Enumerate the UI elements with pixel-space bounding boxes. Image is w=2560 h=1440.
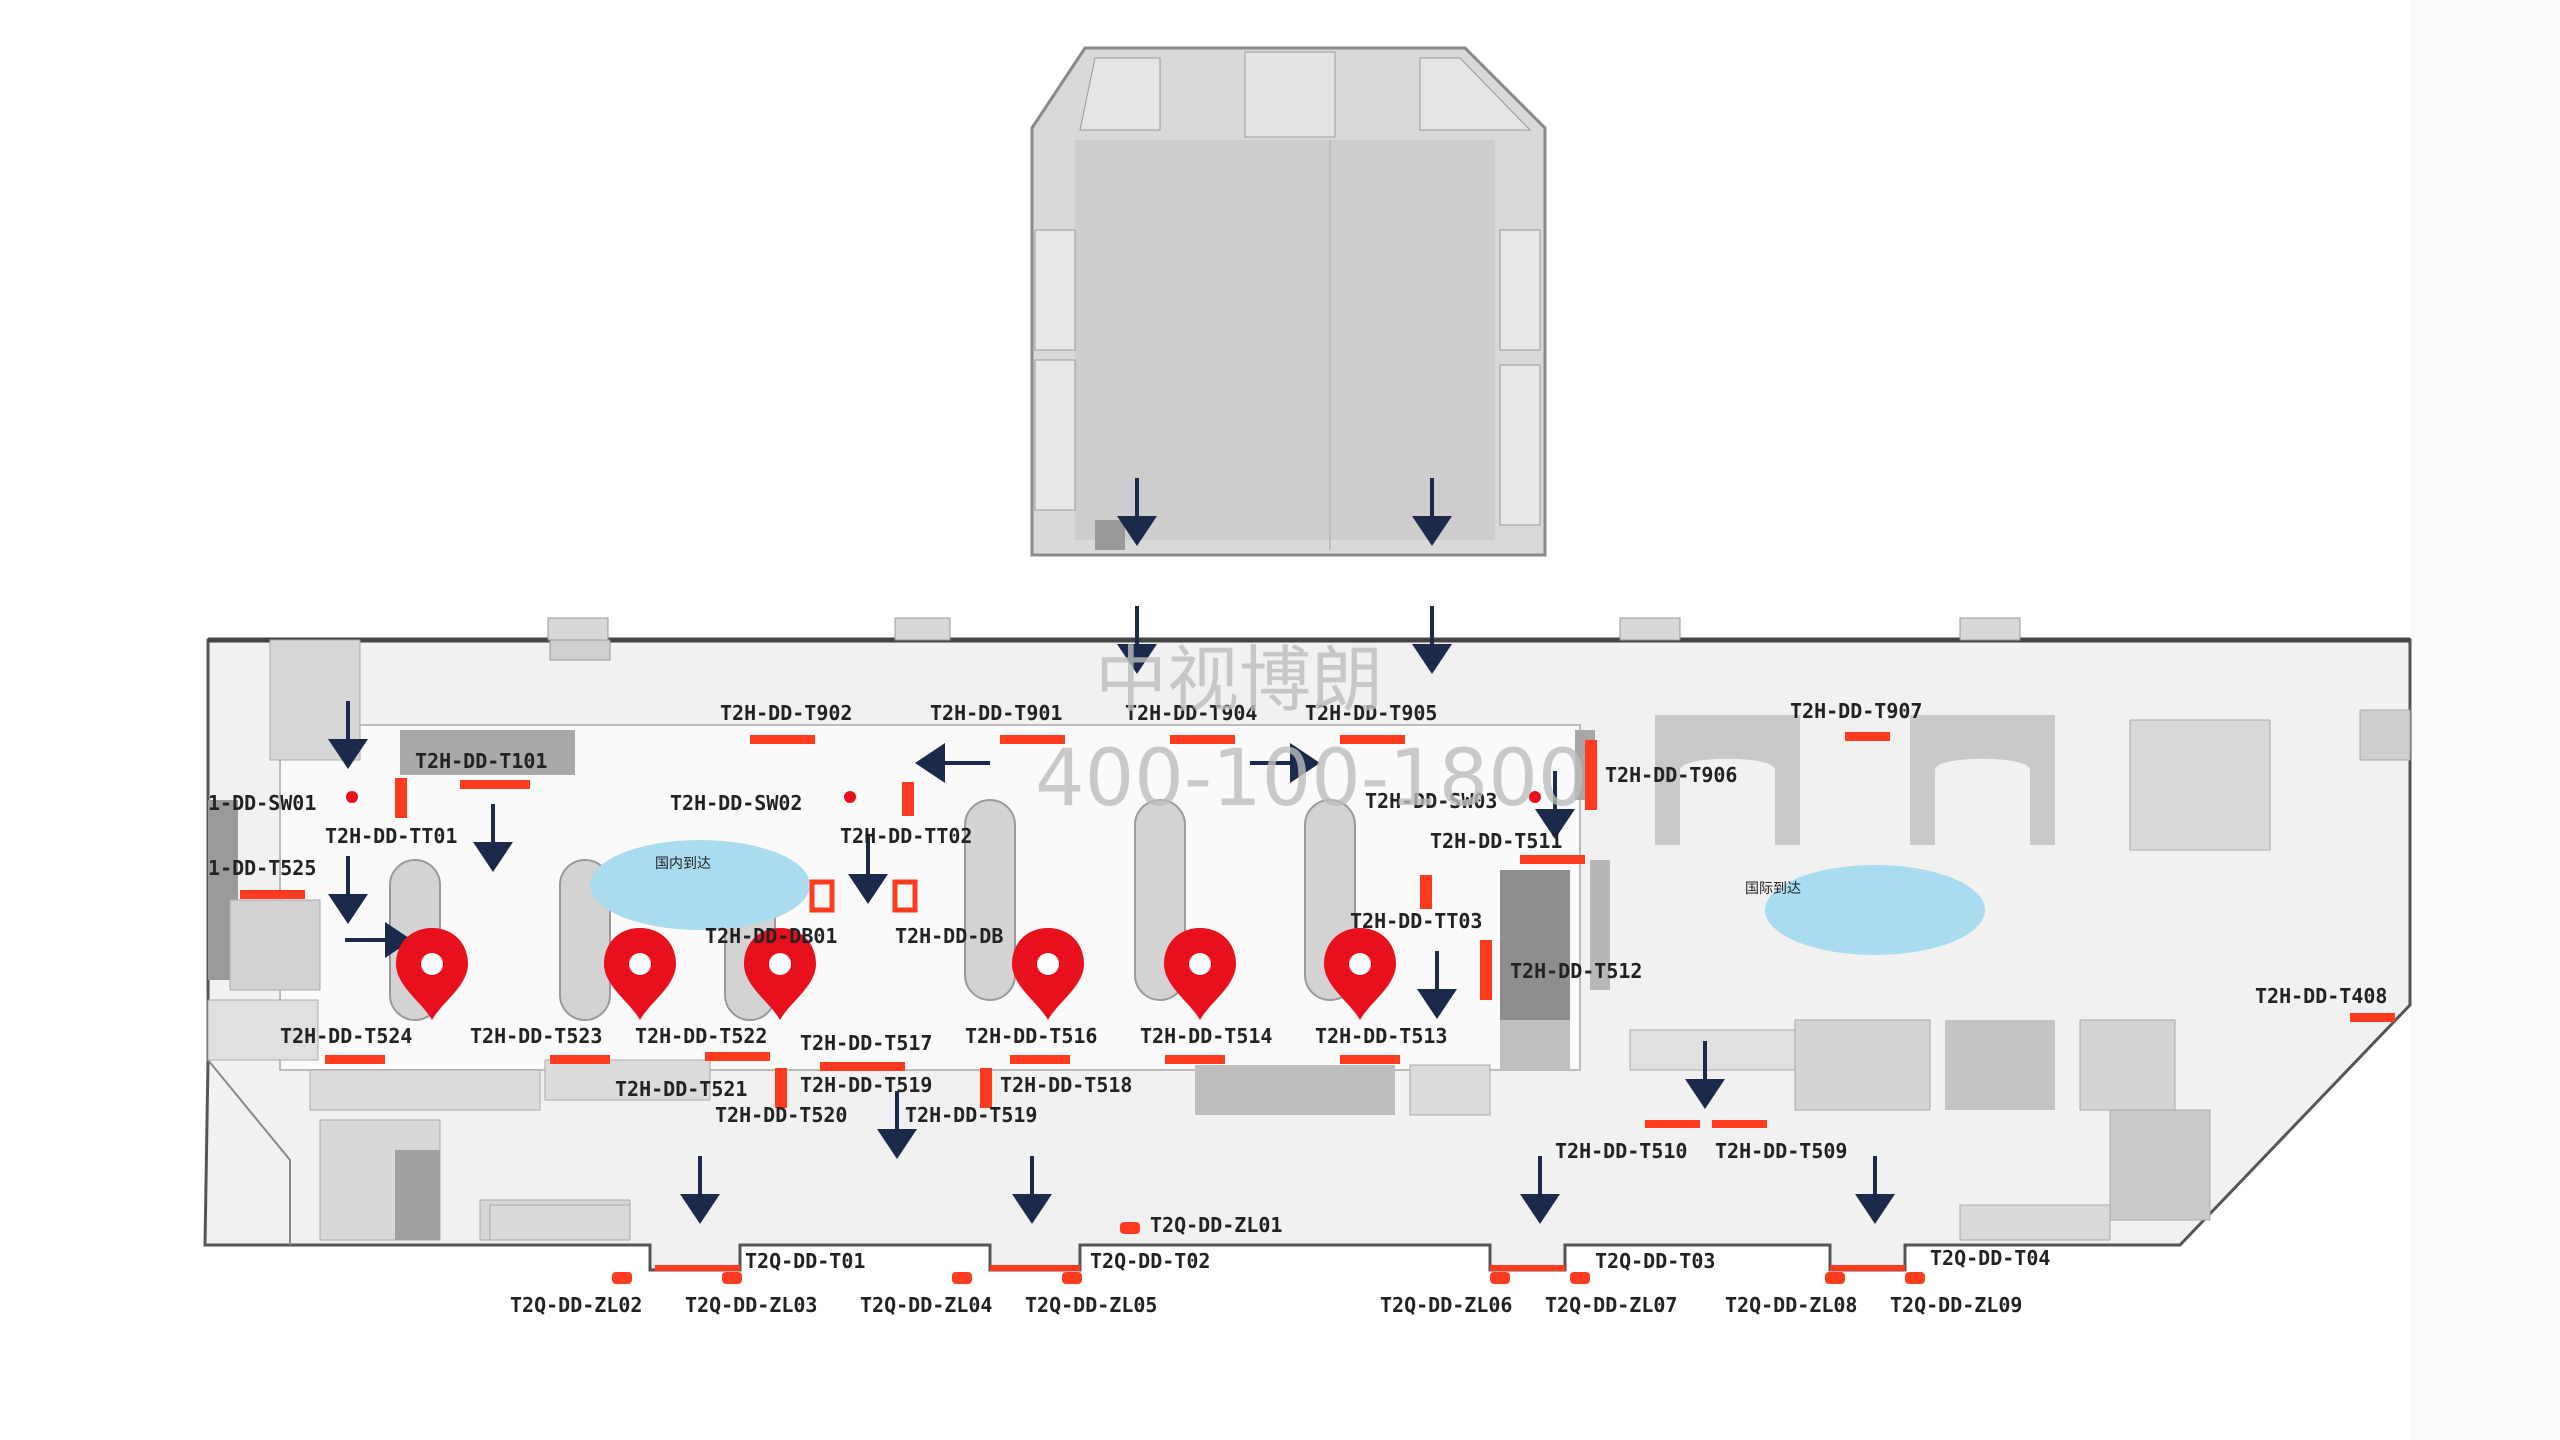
code-label: T2H-DD-T906 [1605,763,1737,787]
code-label: T2Q-DD-ZL08 [1725,1293,1857,1317]
international-arrival-zone [1765,865,1985,955]
code-label: T2H-DD-T408 [2255,984,2387,1008]
code-label: T2H-DD-T905 [1305,701,1437,725]
code-label: T2H-DD-T902 [720,701,852,725]
code-label: T2H-DD-T522 [635,1024,767,1048]
code-label: T2H-DD-T512 [1510,959,1642,983]
zones: 国内到达 国际到达 [590,840,1985,955]
code-label: T2H-DD-T901 [930,701,1062,725]
code-label: T2Q-DD-ZL03 [685,1293,817,1317]
code-label: T2H-DD-SW03 [1365,789,1497,813]
arrow-right-icon [345,922,412,958]
ad-codes: T2H-DD-T902 T2H-DD-T901 T2H-DD-T904 T2H-… [208,699,2387,1317]
code-label: T2H-DD-TT02 [840,824,972,848]
watermark-phone: 400-100-1800 [1035,734,1588,824]
code-label: T2H-DD-T511 [1430,829,1562,853]
code-label: T2H-DD-DB01 [705,924,837,948]
flow-arrows [326,476,1897,1226]
code-label: T2H-DD-T516 [965,1024,1097,1048]
code-label: T2Q-DD-T01 [745,1249,865,1273]
code-label: T2H-DD-T513 [1315,1024,1447,1048]
code-label: T2H-DD-T523 [470,1024,602,1048]
ad-slots [240,732,2395,1284]
code-label: T2H-DD-TT03 [1350,909,1482,933]
code-label: T2Q-DD-ZL04 [860,1293,992,1317]
code-label: T2H-DD-T509 [1715,1139,1847,1163]
code-label: T2H-DD-T520 [715,1103,847,1127]
code-label: T2H-DD-TT01 [325,824,457,848]
code-label: T2H-DD-T514 [1140,1024,1272,1048]
code-label: T2Q-DD-T04 [1930,1246,2050,1270]
code-label: T2Q-DD-T02 [1090,1249,1210,1273]
code-label: T2H-DD-T521 [615,1077,747,1101]
watermark-company: 中视博朗 [1095,638,1383,722]
code-label: T2Q-DD-ZL09 [1890,1293,2022,1317]
domestic-arrival-label: 国内到达 [655,856,711,872]
arch-structures [1655,715,2055,845]
code-label: T2H-DD-T519 [800,1073,932,1097]
code-label: T2H-DD-T517 [800,1031,932,1055]
code-label: T2H-DD-T904 [1125,701,1257,725]
arrow-right-icon [1250,743,1320,783]
code-label: T2Q-DD-ZL06 [1380,1293,1512,1317]
code-label: T2Q-DD-ZL07 [1545,1293,1677,1317]
upper-building [1030,46,1547,557]
code-label: T2Q-DD-T03 [1595,1249,1715,1273]
watermark: 中视博朗 400-100-1800 [1035,638,1588,824]
international-arrival-label: 国际到达 [1745,881,1801,897]
domestic-arrival-zone [590,840,810,930]
code-label: T2Q-DD-ZL02 [510,1293,642,1317]
code-label: 1-DD-T525 [208,856,316,880]
code-label: T2H-DD-DB [895,924,1003,948]
code-label: T2Q-DD-ZL05 [1025,1293,1157,1317]
terminal-floor [203,617,2412,1272]
code-label: T2H-DD-T510 [1555,1139,1687,1163]
code-label: T2H-DD-SW02 [670,791,802,815]
code-label: 1-DD-SW01 [208,791,316,815]
code-label: T2H-DD-T101 [415,749,547,773]
ad-dots [346,791,1541,803]
code-label: T2H-DD-T524 [280,1024,412,1048]
arrow-left-icon [915,743,990,783]
code-label: T2Q-DD-ZL01 [1150,1213,1282,1237]
code-label: T2H-DD-T518 [1000,1073,1132,1097]
ad-slot-outlines [809,879,918,913]
code-label: T2H-DD-T907 [1790,699,1922,723]
code-label: T2H-DD-T519 [905,1103,1037,1127]
